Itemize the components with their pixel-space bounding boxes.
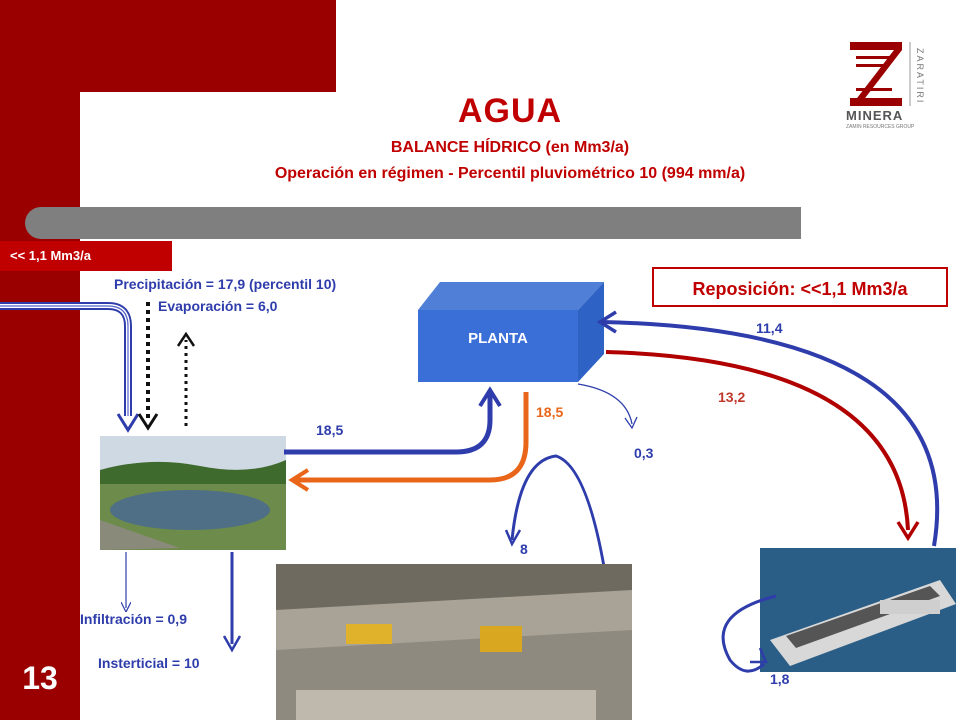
minera-logo: ZARATIRI xyxy=(850,42,925,106)
divider-bar xyxy=(25,207,801,239)
flow-losses xyxy=(577,383,633,425)
flow-label-13-2: 13,2 xyxy=(718,389,746,405)
logo-text: MINERA xyxy=(846,108,904,123)
logo-group-text: ZAMIN RESOURCES GROUP xyxy=(846,124,915,130)
flow-label-18-5-in: 18,5 xyxy=(316,422,344,438)
precipitation-arrow xyxy=(137,302,159,431)
infiltration-label: Infiltración = 0,9 xyxy=(80,611,187,627)
flow-ship-loop xyxy=(721,594,777,673)
evaporation-label: Evaporación = 6,0 xyxy=(158,298,278,314)
flow-label-8: 8 xyxy=(520,541,528,557)
top-brand-band xyxy=(80,0,336,92)
evaporation-arrow xyxy=(176,331,196,426)
planta-box xyxy=(418,282,604,382)
slide-number: 13 xyxy=(22,660,58,696)
reposicion-box: Reposición: <<1,1 Mm3/a xyxy=(652,267,948,307)
interstitial-label: Insterticial = 10 xyxy=(98,655,200,671)
content-corner xyxy=(80,92,336,212)
flow-label-1-8: 1,8 xyxy=(770,671,790,687)
page-subtitle: BALANCE HÍDRICO (en Mm3/a) xyxy=(390,139,630,156)
flow-ship-to-planta xyxy=(601,320,940,547)
left-brand-bar xyxy=(0,0,80,720)
page-title: AGUA xyxy=(457,92,563,130)
svg-text:ZARATIRI: ZARATIRI xyxy=(915,48,925,104)
flow-label-18-5-out: 18,5 xyxy=(536,404,564,420)
inflow-tag: << 1,1 Mm3/a xyxy=(0,241,172,271)
inflow-line xyxy=(0,302,140,433)
page-subtitle-2: Operación en régimen - Percentil pluviom… xyxy=(274,165,746,182)
flow-planta-to-lake xyxy=(296,392,529,483)
flow-planta-to-ship xyxy=(605,350,910,531)
precipitation-label: Precipitación = 17,9 (percentil 10) xyxy=(114,276,337,292)
flow-lake-to-planta xyxy=(284,392,493,455)
flow-label-0-3: 0,3 xyxy=(634,445,654,461)
ship-photo xyxy=(760,548,956,672)
mine-photo xyxy=(276,564,632,720)
planta-label: PLANTA xyxy=(468,330,528,347)
flow-label-11-4: 11,4 xyxy=(756,320,783,336)
lake-photo xyxy=(100,436,286,550)
